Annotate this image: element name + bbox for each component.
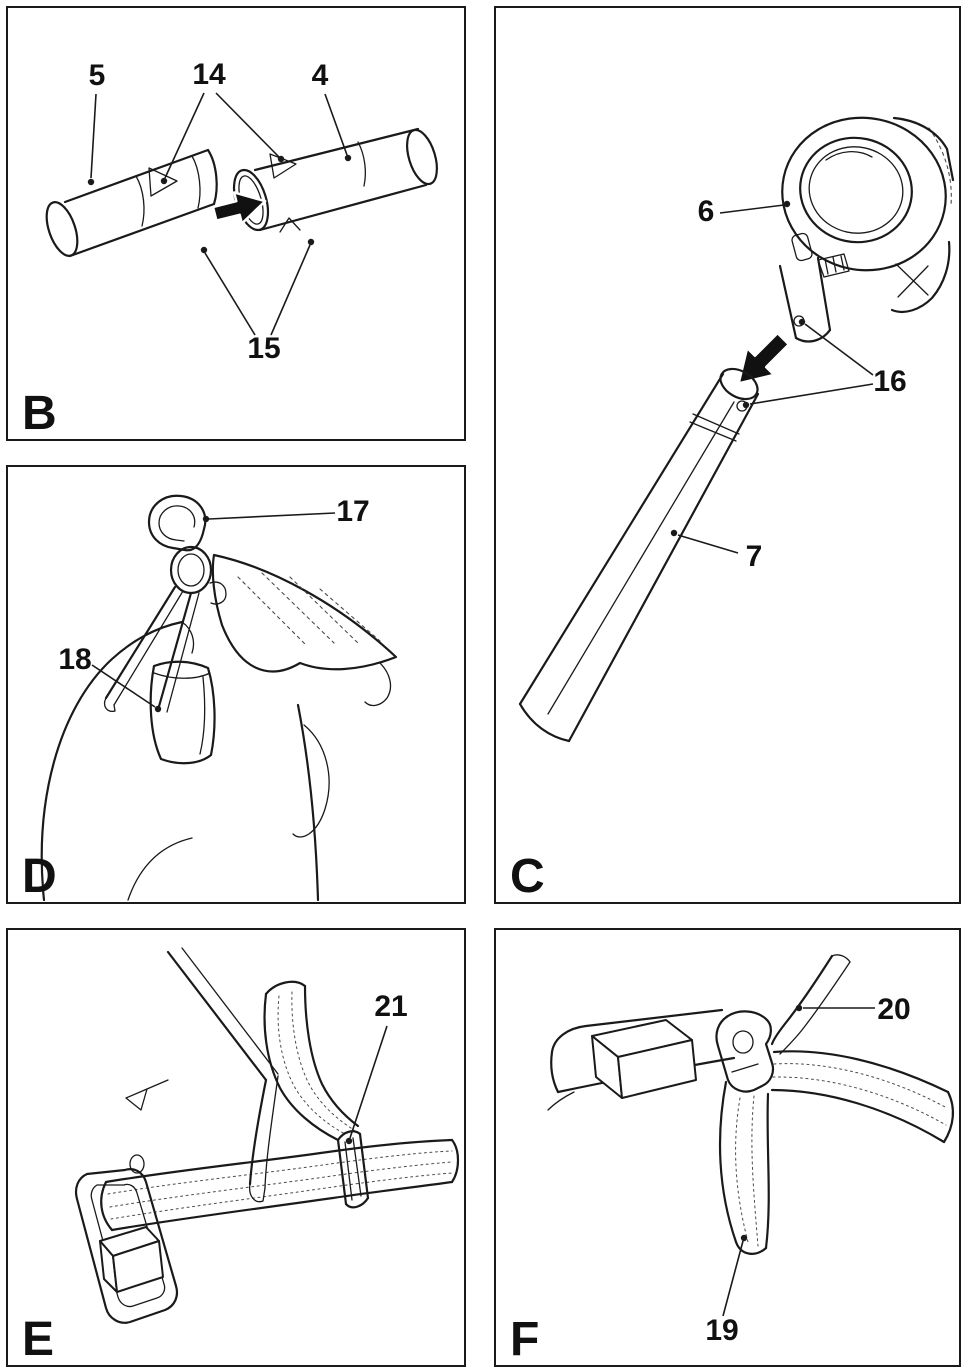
leader-line (722, 1240, 744, 1317)
figure-panel-c: 6 16 7 C (494, 6, 961, 904)
figure-panel-d: 17 18 D (6, 465, 466, 904)
panel-f-drawing: 20 19 F (510, 954, 954, 1365)
panel-d-letter: D (22, 850, 57, 902)
leader-line (215, 92, 280, 158)
part-number-7: 7 (746, 540, 763, 573)
figure-panel-e: 21 E (6, 928, 466, 1367)
leader-line (677, 534, 739, 554)
callout-part-20: 20 (795, 993, 911, 1026)
main-strap (100, 1138, 460, 1232)
leader-line (349, 1025, 388, 1139)
handle-frame (74, 1079, 179, 1324)
leader-dot (783, 200, 791, 208)
straps (103, 585, 200, 713)
part-number-19: 19 (705, 1314, 738, 1347)
hook-mount-illustration (547, 954, 954, 1255)
callout-part-21: 21 (345, 990, 408, 1145)
lower-cord (248, 1075, 279, 1203)
figure-panel-b: 5 14 4 15 B (6, 6, 466, 441)
assembly-arrow-icon (737, 331, 791, 385)
panel-f-letter: F (510, 1313, 539, 1365)
leader-line (208, 512, 336, 520)
leader-dot (345, 1137, 353, 1145)
leader-line (324, 93, 348, 156)
part-number-20: 20 (877, 993, 910, 1026)
figure-panel-f: 20 19 F (494, 928, 961, 1367)
leader-dot (798, 318, 806, 326)
callout-part-18: 18 (58, 643, 162, 713)
blower-assembly-illustration (518, 116, 955, 743)
hook-mount (715, 1010, 775, 1093)
outlet-connector (778, 256, 832, 343)
part-number-4: 4 (312, 59, 329, 92)
callout-part-15: 15 (200, 238, 315, 365)
lower-strap (718, 1080, 770, 1255)
panel-b-letter: B (22, 387, 57, 439)
callout-part-17: 17 (202, 495, 370, 528)
tube-joint-illustration (45, 127, 438, 258)
panel-d-drawing: 17 18 D (22, 494, 398, 902)
leader-dot (740, 1234, 748, 1242)
leader-line (270, 244, 311, 336)
hanger-cords (166, 947, 279, 1082)
leader-dot (277, 155, 285, 163)
callout-part-19: 19 (705, 1234, 748, 1347)
leader-line (90, 93, 97, 179)
part-number-17: 17 (336, 495, 369, 528)
part-number-5: 5 (89, 59, 106, 92)
panel-c-letter: C (510, 850, 545, 902)
keeper-loop (336, 1130, 370, 1209)
insert-arrow-icon (211, 191, 267, 225)
harness-hook-illustration (40, 494, 398, 902)
part-number-18: 18 (58, 643, 91, 676)
blower-tube (518, 367, 760, 743)
leader-dot (344, 154, 352, 162)
leader-line (804, 323, 874, 376)
panel-e-drawing: 21 E (22, 947, 460, 1365)
leader-dot (160, 177, 168, 185)
panel-c-drawing: 6 16 7 C (510, 116, 955, 902)
leader-dot (154, 705, 162, 713)
leader-line (164, 92, 205, 179)
lower-tube (232, 127, 438, 233)
callout-part-7: 7 (670, 529, 763, 573)
panel-e-letter: E (22, 1313, 54, 1365)
leader-dot (795, 1004, 803, 1012)
part-number-21: 21 (374, 990, 407, 1023)
leader-line (719, 204, 785, 214)
strap-keeper-illustration (74, 947, 460, 1324)
callout-part-16: 16 (742, 318, 907, 409)
leader-dot (200, 246, 208, 254)
battery-box (591, 1019, 697, 1099)
leader-line (204, 252, 256, 336)
fabric-panel (211, 553, 398, 707)
callout-part-4: 4 (312, 59, 352, 162)
callout-part-5: 5 (87, 59, 106, 186)
part-number-6: 6 (698, 195, 715, 228)
part-number-15: 15 (247, 332, 280, 365)
upper-strap (263, 980, 360, 1142)
handle-box (99, 1226, 164, 1293)
leader-dot (202, 515, 210, 523)
harness-body (40, 620, 330, 902)
callout-part-6: 6 (698, 195, 791, 228)
leader-dot (87, 178, 95, 186)
part-number-14: 14 (192, 58, 226, 91)
leader-line (91, 664, 156, 708)
part-number-16: 16 (873, 365, 906, 398)
panel-b-drawing: 5 14 4 15 B (22, 58, 438, 439)
leader-dot (742, 401, 750, 409)
upper-strap (770, 954, 851, 1055)
upper-tube (45, 148, 218, 258)
leader-dot (307, 238, 315, 246)
bag (149, 660, 216, 765)
leader-dot (670, 529, 678, 537)
callout-part-14: 14 (160, 58, 285, 185)
right-strap (770, 1050, 954, 1144)
blower-housing (781, 116, 955, 314)
leader-line (749, 383, 874, 405)
snap-hook (147, 494, 207, 552)
